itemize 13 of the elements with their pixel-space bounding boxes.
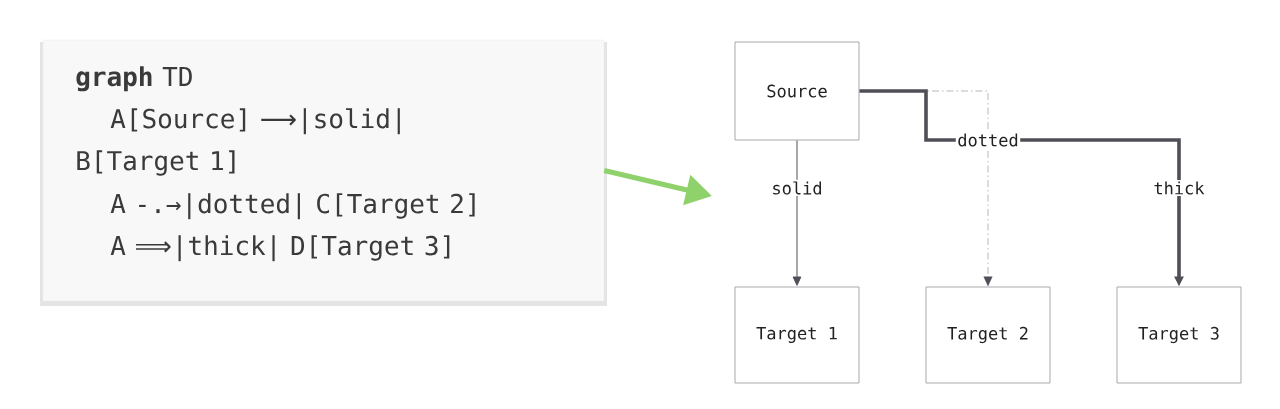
- edge-label: solid: [769, 179, 825, 197]
- code-line: graph TD: [76, 66, 192, 92]
- edge-label: thick: [1151, 179, 1207, 197]
- process-box: Target 1: [734, 286, 860, 384]
- code-line: A ⟹|thick| D[Target 3]: [110, 235, 450, 262]
- arrow: [792, 140, 802, 286]
- code-panel: [40, 39, 607, 306]
- edge-label: dotted: [955, 131, 1021, 149]
- code-line: A -.→|dotted| C[Target 2]: [110, 193, 475, 220]
- code-line: A[Source] ⟶|solid| B[Target 1]: [77, 108, 400, 176]
- process-box: Target 2: [925, 286, 1051, 384]
- process-box: Source: [734, 41, 860, 141]
- process-box: Target 3: [1116, 286, 1242, 384]
